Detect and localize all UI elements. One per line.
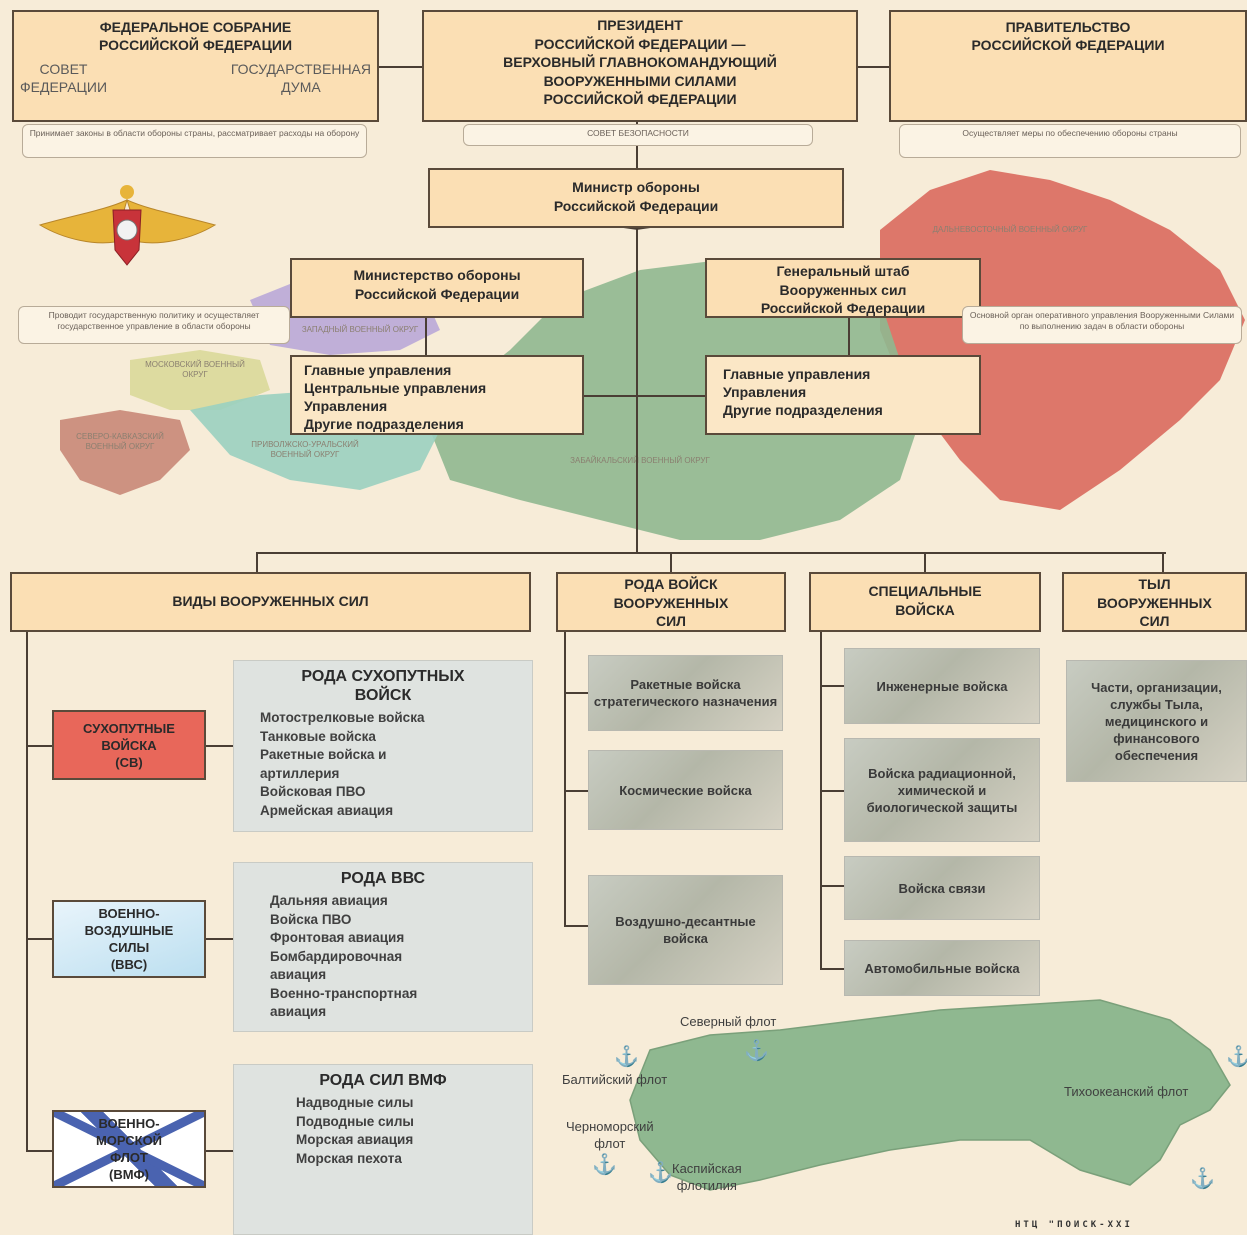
arms-item: Воздушно-десантные войска xyxy=(588,875,783,985)
government-note: Осуществляет меры по обеспечению обороны… xyxy=(899,124,1241,158)
anchor-icon: ⚓ xyxy=(1226,1046,1247,1068)
arms-item: Ракетные войска стратегического назначен… xyxy=(588,655,783,731)
federal-assembly-title: ФЕДЕРАЛЬНОЕ СОБРАНИЕ xyxy=(99,19,292,35)
ministry-note: Проводит государственную политику и осущ… xyxy=(18,306,290,344)
general-staff-box: Генеральный штаб Вооруженных сил Российс… xyxy=(705,258,981,318)
ground-branches-panel: РОДА СУХОПУТНЫХ ВОЙСК Мотострелковые вой… xyxy=(233,660,533,832)
credit-text: НТЦ "ПОИСК-XXI xyxy=(1015,1220,1133,1230)
anchor-icon: ⚓ xyxy=(648,1162,673,1184)
map-region-moscow xyxy=(130,350,270,410)
anchor-icon: ⚓ xyxy=(744,1040,769,1062)
anchor-icon: ⚓ xyxy=(1190,1168,1215,1190)
map-label-far-east: ДАЛЬНЕВОСТОЧНЫЙ ВОЕННЫЙ ОКРУГ xyxy=(932,225,1088,234)
federal-assembly-title-2: РОССИЙСКОЙ ФЕДЕРАЦИИ xyxy=(98,37,293,53)
fleet-pacific: Тихоокеанский флот xyxy=(1064,1084,1189,1099)
category-types: ВИДЫ ВООРУЖЕННЫХ СИЛ xyxy=(10,572,531,632)
map-region-siberian xyxy=(430,260,920,540)
anchor-icon: ⚓ xyxy=(614,1046,639,1068)
security-council-note: СОВЕТ БЕЗОПАСНОСТИ xyxy=(463,124,813,146)
special-item: Автомобильные войска xyxy=(844,940,1040,996)
air-branches-panel: РОДА ВВС Дальняя авиация Войска ПВО Фрон… xyxy=(233,862,533,1032)
special-item: Войска радиационной, химической и биолог… xyxy=(844,738,1040,842)
federal-assembly-box: ФЕДЕРАЛЬНОЕ СОБРАНИЕ РОССИЙСКОЙ ФЕДЕРАЦИ… xyxy=(12,10,379,122)
map-label-moscow: МОСКОВСКИЙ ВОЕННЫЙ ОКРУГ xyxy=(145,360,245,379)
fleet-northern: Северный флот xyxy=(680,1014,777,1029)
rear-services-panel: Части, организации, службы Тыла, медицин… xyxy=(1066,660,1247,782)
category-special: СПЕЦИАЛЬНЫЕ ВОЙСКА xyxy=(809,572,1041,632)
map-label-north-caucasus: СЕВЕРО-КАВКАЗСКИЙ ВОЕННЫЙ ОКРУГ xyxy=(76,432,164,451)
fleet-baltic: Балтийский флот xyxy=(562,1072,668,1087)
staff-subdivisions-box: Главные управления Управления Другие под… xyxy=(705,355,981,435)
map-label-volga-ural: ПРИВОЛЖСКО-УРАЛЬСКИЙ ВОЕННЫЙ ОКРУГ xyxy=(251,440,359,459)
navy-branches-panel: РОДА СИЛ ВМФ Надводные силы Подводные си… xyxy=(233,1064,533,1235)
category-arms: РОДА ВОЙСК ВООРУЖЕННЫХ СИЛ xyxy=(556,572,786,632)
double-eagle-emblem-icon xyxy=(38,185,217,266)
president-box: ПРЕЗИДЕНТ РОССИЙСКОЙ ФЕДЕРАЦИИ — ВЕРХОВН… xyxy=(422,10,858,122)
special-item: Инженерные войска xyxy=(844,648,1040,724)
map-label-western: ЗАПАДНЫЙ ВОЕННЫЙ ОКРУГ xyxy=(301,325,419,334)
st-andrew-cross-icon xyxy=(54,1112,204,1186)
defense-ministry-box: Министерство обороны Российской Федераци… xyxy=(290,258,584,318)
anchor-icon: ⚓ xyxy=(592,1154,617,1176)
special-item: Войска связи xyxy=(844,856,1040,920)
government-box: ПРАВИТЕЛЬСТВО РОССИЙСКОЙ ФЕДЕРАЦИИ xyxy=(889,10,1247,122)
map-label-siberian: ЗАБАЙКАЛЬСКИЙ ВОЕННЫЙ ОКРУГ xyxy=(570,456,710,465)
assembly-note: Принимает законы в области обороны стран… xyxy=(22,124,367,158)
category-rear: ТЫЛ ВООРУЖЕННЫХ СИЛ xyxy=(1062,572,1247,632)
general-staff-note: Основной орган оперативного управления В… xyxy=(962,306,1242,344)
map-region-north-caucasus xyxy=(60,410,190,495)
fleet-map xyxy=(629,999,1231,1191)
defense-minister-box: Министр обороны Российской Федерации xyxy=(428,168,844,228)
arms-item: Космические войска xyxy=(588,750,783,830)
ministry-subdivisions-box: Главные управления Центральные управлени… xyxy=(290,355,584,435)
